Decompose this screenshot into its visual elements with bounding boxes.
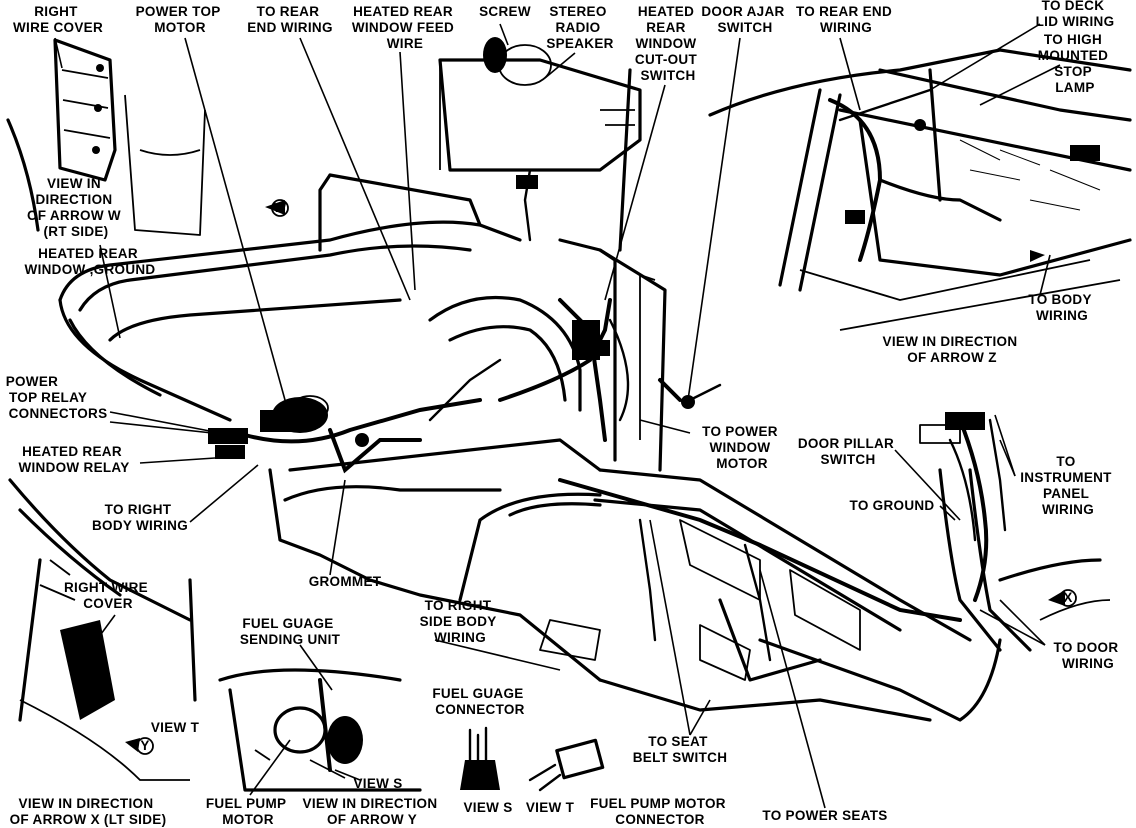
label-fuel-pump-motor-connector: FUEL PUMP MOTOR CONNECTOR xyxy=(590,796,730,827)
speaker-detail xyxy=(438,37,642,242)
label-heated-rear-window-cutout-switch: HEATED REAR WINDOW CUT-OUT SWITCH xyxy=(635,4,701,83)
fuel-pump-connector-detail xyxy=(528,738,605,792)
label-view-t-2: VIEW T xyxy=(526,800,575,815)
label-to-right-side-body-wiring: TO RIGHT SIDE BODY WIRING xyxy=(420,598,501,645)
view-y-detail xyxy=(218,668,422,792)
label-to-seat-belt-switch: TO SEAT BELT SWITCH xyxy=(633,734,728,765)
car-body xyxy=(58,68,1111,722)
label-power-top-motor: POWER TOP MOTOR xyxy=(136,4,225,35)
label-view-s-2: VIEW S xyxy=(463,800,512,815)
arrow-marker-y: Y xyxy=(125,737,154,755)
label-view-arrow-x: VIEW IN DIRECTION OF ARROW X (LT SIDE) xyxy=(10,796,167,827)
fuel-gauge-connector-detail xyxy=(460,726,500,790)
label-screw: SCREW xyxy=(479,4,531,19)
label-view-s-1: VIEW S xyxy=(353,776,402,791)
label-to-instrument-panel-wiring: TO INSTRUMENT PANEL WIRING xyxy=(1020,454,1116,517)
svg-text:Y: Y xyxy=(140,738,149,753)
label-fuel-gauge-sending-unit: FUEL GUAGE SENDING UNIT xyxy=(240,616,341,647)
arrow-marker-w: W xyxy=(265,199,289,217)
label-right-wire-cover-top: RIGHT WIRE COVER xyxy=(13,4,103,35)
label-to-rear-end-wiring-1: TO REAR END WIRING xyxy=(247,4,333,35)
label-view-t-1: VIEW T xyxy=(151,720,200,735)
label-right-wire-cover-bottom: RIGHT WIRE COVER xyxy=(64,580,152,611)
label-heated-rear-window-ground: HEATED REAR WINDOW ,GROUND xyxy=(25,246,156,277)
label-heated-rear-window-relay: HEATED REAR WINDOW RELAY xyxy=(18,444,129,475)
label-to-ground: TO GROUND xyxy=(850,498,935,513)
arrow-marker-z xyxy=(1030,250,1045,262)
label-fuel-pump-motor: FUEL PUMP MOTOR xyxy=(206,796,290,827)
label-fuel-gauge-connector: FUEL GUAGE CONNECTOR xyxy=(432,686,527,717)
label-grommet: GROMMET xyxy=(309,574,382,589)
svg-text:X: X xyxy=(1063,590,1072,605)
label-to-high-mounted-stop-lamp: TO HIGH MOUNTED STOP LAMP xyxy=(1038,32,1112,95)
label-view-arrow-z: VIEW IN DIRECTION OF ARROW Z xyxy=(883,334,1022,365)
label-to-power-seats: TO POWER SEATS xyxy=(762,808,887,823)
line-art: W X Y xyxy=(6,37,1132,792)
label-to-right-body-wiring: TO RIGHT BODY WIRING xyxy=(92,502,188,533)
label-to-body-wiring: TO BODY WIRING xyxy=(1028,292,1095,323)
main-harness xyxy=(498,298,1007,662)
label-to-door-wiring: TO DOOR WIRING xyxy=(1054,640,1123,671)
label-to-deck-lid-wiring: TO DECK LID WIRING xyxy=(1036,0,1115,29)
label-stereo-radio-speaker: STEREO RADIO SPEAKER xyxy=(546,4,613,51)
callouts: RIGHT WIRE COVER POWER TOP MOTOR TO REAR… xyxy=(6,0,1123,827)
motor-relay-cluster xyxy=(208,358,502,474)
label-heated-rear-window-feed-wire: HEATED REAR WINDOW FEED WIRE xyxy=(352,4,458,51)
label-to-power-window-motor: TO POWER WINDOW MOTOR xyxy=(702,424,782,471)
arrow-marker-x: X xyxy=(1048,589,1077,607)
label-view-arrow-y: VIEW IN DIRECTION OF ARROW Y xyxy=(303,796,442,827)
label-to-rear-end-wiring-2: TO REAR END WIRING xyxy=(796,4,896,35)
svg-text:W: W xyxy=(273,200,286,215)
view-w-detail xyxy=(6,38,206,236)
label-power-top-relay-connectors: POWER TOP RELAY CONNECTORS xyxy=(6,374,108,421)
leader-lines xyxy=(54,23,1061,809)
label-door-ajar-switch: DOOR AJAR SWITCH xyxy=(701,4,788,35)
view-x-detail xyxy=(8,478,197,781)
label-view-arrow-w: VIEW IN DIRECTION OF ARROW W (RT SIDE) xyxy=(27,176,125,239)
view-z-detail xyxy=(708,48,1132,331)
label-door-pillar-switch: DOOR PILLAR SWITCH xyxy=(798,436,898,467)
